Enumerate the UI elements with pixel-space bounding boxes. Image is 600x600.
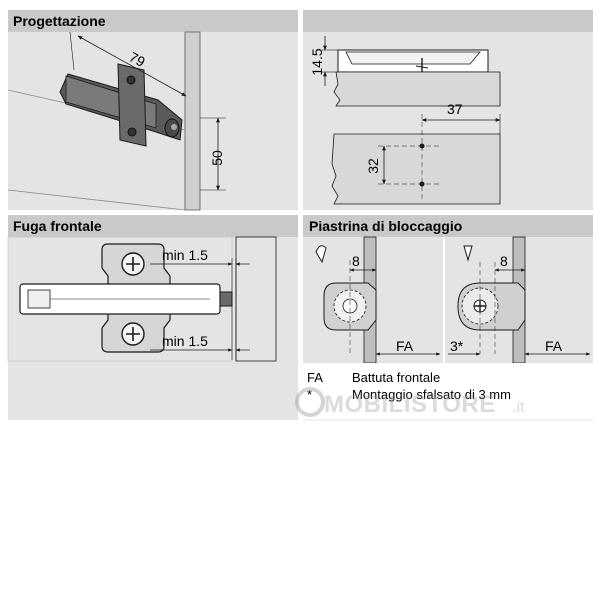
fa-label-left: FA (396, 338, 414, 354)
plate-view-right: 8 3* FA (448, 236, 591, 364)
damper-side-profile (337, 49, 489, 92)
panel-header-front-gap (8, 215, 298, 237)
legend: FA Battuta frontale * Montaggio sfalsato… (303, 363, 593, 421)
panel-title-design: Progettazione (13, 13, 106, 29)
drill-point-bottom (419, 181, 425, 187)
dim-label-height: 50 (209, 150, 225, 166)
legend-text-2: Montaggio sfalsato di 3 mm (352, 387, 511, 402)
dim-label-gap-top: min 1.5 (162, 247, 208, 263)
damper-top-view (19, 243, 233, 353)
drill-point-top (419, 143, 425, 149)
panel-title-front-gap: Fuga frontale (13, 218, 102, 234)
watermark-brand: MOBILISTORE (324, 391, 496, 418)
panel-header-design-right (303, 10, 593, 32)
dim-label-v: 32 (365, 158, 381, 174)
panel-design-right: 14.5 37 32 (303, 10, 593, 210)
watermark-tld: .it (512, 399, 525, 416)
panel-locking-plate: Piastrina di bloccaggio 8 FA (303, 215, 593, 364)
cabinet-plan-drilling (331, 133, 501, 205)
dim-label-h: 37 (447, 101, 463, 117)
panel-design-left: Progettazione 79 50 (7, 10, 298, 211)
dim-label-plate-left: 8 (352, 253, 360, 269)
dim-line-length (77, 35, 187, 97)
screw-icon (463, 245, 473, 262)
watermark-logo: MOBILISTORE .it (295, 387, 525, 418)
cabinet-plan-top (333, 71, 501, 107)
dim-label-gap-bottom: min 1.5 (162, 333, 208, 349)
cabinet-side-panel (184, 31, 201, 211)
plate-view-left: 8 FA (315, 236, 441, 364)
panel-header-plate (303, 215, 593, 237)
dim-label-top: 14.5 (309, 48, 325, 75)
panel-title-plate: Piastrina di bloccaggio (309, 218, 462, 234)
panel-header-design (8, 10, 298, 32)
offset-label: 3* (450, 338, 464, 354)
legend-key-2: * (307, 387, 312, 402)
fa-label-right: FA (545, 338, 563, 354)
legend-text-1: Battuta frontale (352, 370, 440, 385)
door-edge (235, 236, 277, 362)
legend-key-1: FA (307, 370, 323, 385)
dim-label-length: 79 (127, 49, 148, 71)
dim-label-plate-right: 8 (500, 253, 508, 269)
panel-front-gap: Fuga frontale min 1.5 min 1.5 (7, 215, 298, 420)
cam-lock-icon (315, 245, 327, 264)
